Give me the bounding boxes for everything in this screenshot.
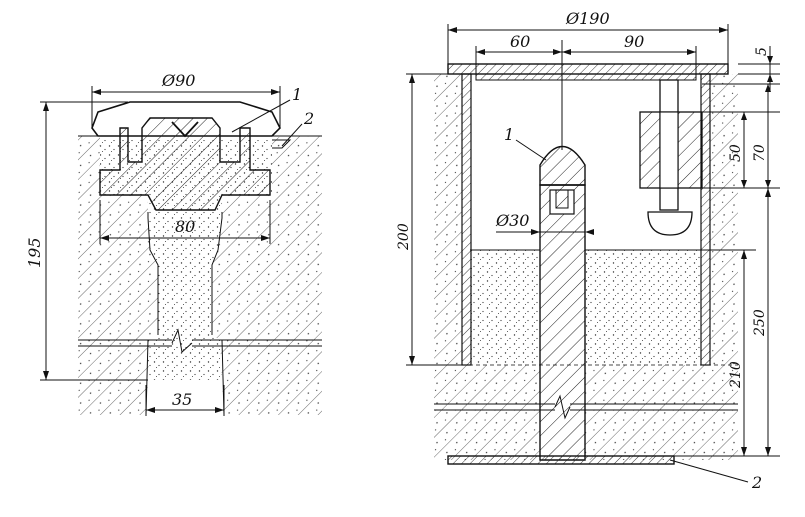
dim-height: 195 <box>25 237 44 268</box>
casing-wall-left <box>461 73 472 366</box>
dim-plate-thickness: 5 <box>754 47 770 56</box>
rod-head <box>539 146 586 186</box>
right-view: Ø190 60 90 5 70 50 200 Ø30 <box>396 9 780 492</box>
left-ground <box>78 136 158 415</box>
callout-right-1: 1 <box>504 125 514 144</box>
dim-rod-diameter: Ø30 <box>495 211 529 230</box>
dim-depth-250: 250 <box>752 309 768 337</box>
pin-head <box>647 211 693 236</box>
dim-inner-width: 80 <box>175 217 195 236</box>
right-ground-left <box>434 74 540 460</box>
dim-top-diameter: Ø90 <box>161 71 195 90</box>
dim-offset-right: 90 <box>624 32 644 51</box>
left-view: Ø90 195 80 35 1 2 <box>25 71 322 416</box>
dim-casing-height: 200 <box>396 223 412 251</box>
dim-bottom-width: 35 <box>172 390 192 409</box>
callout-1: 1 <box>292 85 302 104</box>
left-ground-right <box>212 136 322 415</box>
dim-bushing-50: 50 <box>728 144 744 162</box>
left-core <box>99 117 271 211</box>
central-rod <box>539 184 586 461</box>
left-column <box>100 140 272 380</box>
callout-right-2: 2 <box>751 473 762 492</box>
dim-bushing-70: 70 <box>752 144 768 162</box>
dim-depth-210: 210 <box>728 361 744 389</box>
dim-overall-diameter: Ø190 <box>565 9 610 28</box>
right-ground-right <box>585 74 738 460</box>
top-plate <box>447 63 729 75</box>
callout-2: 2 <box>303 109 314 128</box>
bottom-plate <box>447 455 675 465</box>
dim-offset-left: 60 <box>510 32 530 51</box>
